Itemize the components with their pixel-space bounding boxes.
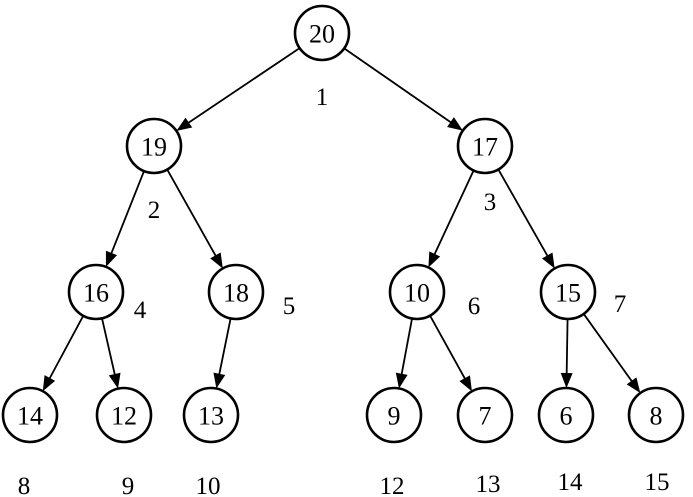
node-value: 19 bbox=[141, 133, 167, 162]
node-value: 8 bbox=[650, 402, 663, 431]
node-circle bbox=[388, 263, 446, 321]
edge-n6-n13 bbox=[429, 315, 472, 392]
node-circle bbox=[67, 263, 125, 321]
edge-n5-n10 bbox=[213, 318, 232, 389]
arrowhead-icon bbox=[108, 372, 121, 389]
edge-line bbox=[400, 318, 413, 376]
node-circle bbox=[293, 4, 351, 62]
tree-node-10: 13 bbox=[182, 386, 240, 444]
arrowhead-icon bbox=[542, 252, 555, 269]
arrowhead-icon bbox=[560, 372, 573, 389]
edge-line bbox=[582, 313, 634, 383]
arrowhead-icon bbox=[626, 377, 641, 394]
node-circle bbox=[537, 386, 595, 444]
node-value: 17 bbox=[472, 133, 498, 162]
arrowhead-icon bbox=[210, 252, 223, 269]
node-circle bbox=[182, 386, 240, 444]
node-index-label: 2 bbox=[148, 197, 161, 224]
edge-line bbox=[109, 170, 145, 256]
node-value: 16 bbox=[83, 279, 109, 308]
tree-node-14: 6 bbox=[537, 386, 595, 444]
node-index-label: 9 bbox=[122, 473, 135, 497]
tree-node-4: 16 bbox=[67, 263, 125, 321]
node-value: 14 bbox=[17, 402, 43, 431]
edge-line bbox=[497, 169, 550, 258]
node-index-label: 12 bbox=[380, 473, 405, 497]
node-circle bbox=[539, 263, 597, 321]
node-circle bbox=[95, 386, 153, 444]
node-value: 12 bbox=[111, 402, 137, 431]
edge-line bbox=[101, 318, 116, 377]
node-value: 15 bbox=[555, 279, 581, 308]
edge-n2-n5 bbox=[166, 169, 223, 269]
node-value: 7 bbox=[479, 402, 492, 431]
node-circle bbox=[365, 386, 423, 444]
tree-node-6: 10 bbox=[388, 263, 446, 321]
node-index-label: 5 bbox=[283, 293, 296, 320]
arrowhead-icon bbox=[213, 372, 226, 389]
node-value: 20 bbox=[309, 20, 335, 49]
edge-n7-n14 bbox=[560, 318, 573, 389]
edge-line bbox=[218, 318, 232, 376]
edge-n6-n12 bbox=[395, 318, 413, 389]
tree-node-9: 12 bbox=[95, 386, 153, 444]
node-index-label: 1 bbox=[316, 84, 329, 111]
edge-line bbox=[48, 315, 85, 381]
node-value: 6 bbox=[560, 402, 573, 431]
arrowhead-icon bbox=[105, 250, 118, 267]
node-circle bbox=[125, 117, 183, 175]
edge-line bbox=[186, 47, 301, 125]
tree-node-2: 19 bbox=[125, 117, 183, 175]
arrowhead-icon bbox=[395, 372, 408, 389]
tree-node-12: 9 bbox=[365, 386, 423, 444]
node-index-label: 13 bbox=[476, 471, 501, 497]
tree-node-5: 18 bbox=[207, 263, 265, 321]
edge-n4-n9 bbox=[101, 318, 121, 389]
node-circle bbox=[456, 117, 514, 175]
tree-node-13: 7 bbox=[456, 386, 514, 444]
node-index-label: 14 bbox=[558, 469, 584, 496]
node-value: 10 bbox=[404, 279, 430, 308]
edge-n7-n15 bbox=[582, 313, 641, 394]
arrowhead-icon bbox=[459, 375, 472, 392]
tree-node-15: 8 bbox=[627, 386, 685, 444]
node-index-label: 4 bbox=[134, 297, 147, 324]
node-circle bbox=[207, 263, 265, 321]
node-value: 18 bbox=[223, 279, 249, 308]
node-circle bbox=[456, 386, 514, 444]
tree-node-8: 14 bbox=[1, 386, 59, 444]
arrowhead-icon bbox=[176, 117, 193, 131]
arrowhead-icon bbox=[42, 375, 56, 392]
edge-line bbox=[565, 318, 569, 376]
node-circle bbox=[627, 386, 685, 444]
node-index-label: 7 bbox=[614, 291, 627, 318]
edge-n1-n3 bbox=[343, 47, 463, 131]
node-circle bbox=[1, 386, 59, 444]
arrowhead-icon bbox=[428, 251, 441, 268]
edge-n3-n7 bbox=[497, 169, 555, 269]
tree-node-3: 17 bbox=[456, 117, 514, 175]
arrowhead-icon bbox=[447, 117, 463, 131]
node-index-label: 3 bbox=[484, 189, 497, 216]
node-value: 9 bbox=[388, 402, 401, 431]
edge-line bbox=[429, 315, 467, 381]
edge-line bbox=[343, 47, 453, 124]
edge-line bbox=[433, 170, 475, 257]
node-index-label: 8 bbox=[18, 473, 31, 497]
edge-n2-n4 bbox=[105, 170, 145, 267]
node-index-label: 15 bbox=[645, 469, 670, 496]
tree-node-1: 20 bbox=[293, 4, 351, 62]
edge-line bbox=[166, 169, 218, 258]
edge-n4-n8 bbox=[42, 315, 85, 392]
edge-n1-n2 bbox=[176, 47, 301, 131]
tree-node-7: 15 bbox=[539, 263, 597, 321]
node-value: 13 bbox=[198, 402, 224, 431]
edge-n3-n6 bbox=[428, 170, 475, 268]
node-index-label: 10 bbox=[196, 473, 221, 497]
edges-layer bbox=[42, 47, 641, 394]
node-index-label: 6 bbox=[468, 293, 481, 320]
